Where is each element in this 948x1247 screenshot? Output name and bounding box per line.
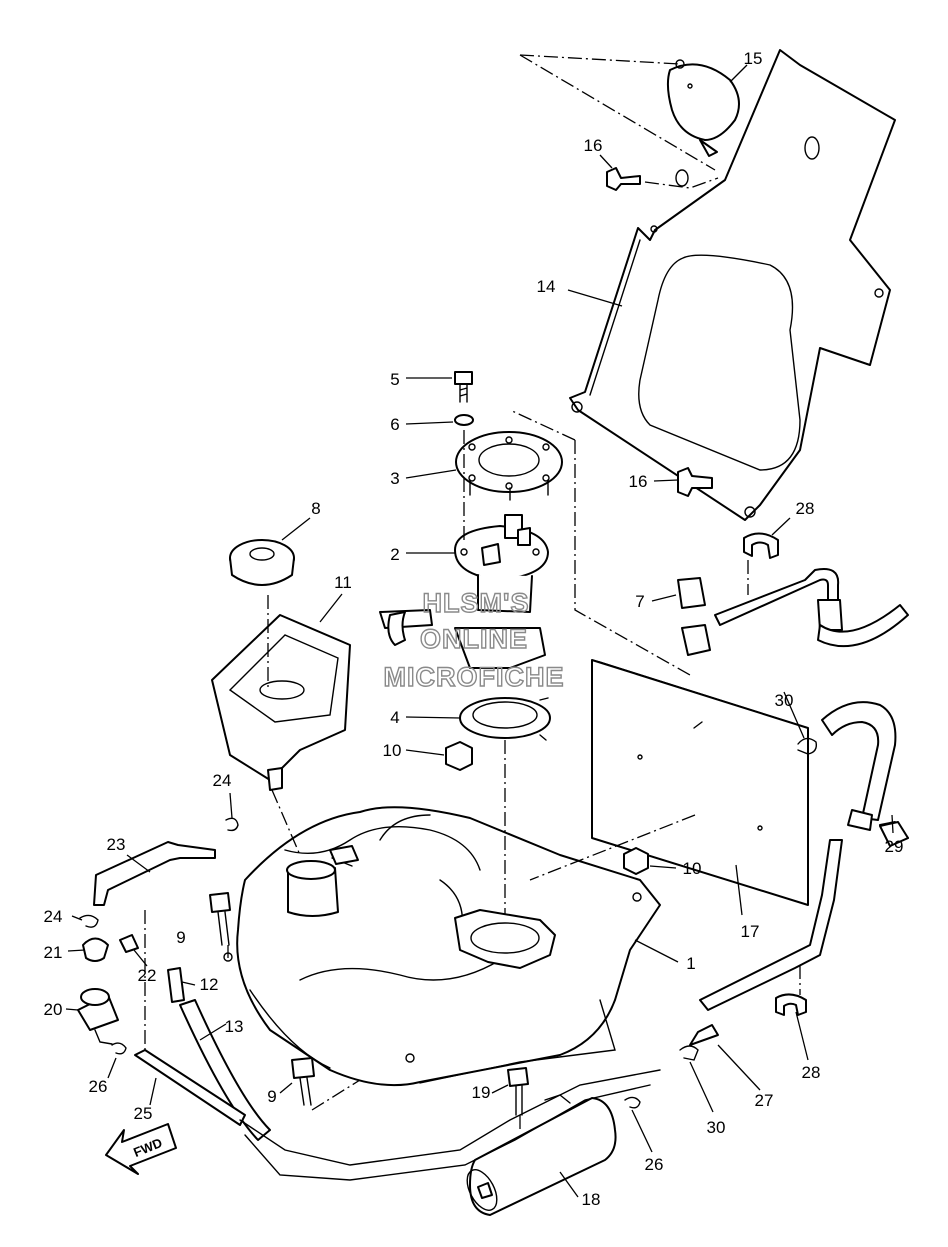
callout-15: 15 xyxy=(744,49,763,68)
part-8-filler-cap xyxy=(229,539,295,586)
callout-29: 29 xyxy=(885,837,904,856)
part-3-pump-plate xyxy=(455,431,563,501)
callout-22: 22 xyxy=(138,966,157,985)
part-23-hose xyxy=(93,841,216,906)
callout-4: 4 xyxy=(390,708,399,727)
part-5-bolt xyxy=(454,371,473,403)
watermark-line2: ONLINE xyxy=(420,624,528,654)
callout-26-left: 26 xyxy=(89,1077,108,1096)
callout-23: 23 xyxy=(107,835,126,854)
fwd-arrow: FWD xyxy=(105,1123,177,1175)
callout-9-lower: 9 xyxy=(267,1087,276,1106)
part-21-clamp xyxy=(82,937,109,962)
callout-24-upper: 24 xyxy=(213,771,232,790)
callout-2: 2 xyxy=(390,545,399,564)
part-24-clip-lower xyxy=(79,914,99,928)
part-17-pad xyxy=(591,659,809,906)
callout-18: 18 xyxy=(582,1190,601,1209)
callout-10-upper: 10 xyxy=(383,741,402,760)
callout-numbers: 15 16 14 5 6 3 16 28 8 2 11 7 30 4 10 24… xyxy=(44,49,904,1209)
callout-16-lower: 16 xyxy=(629,472,648,491)
callout-19: 19 xyxy=(472,1083,491,1102)
callout-10-lower: 10 xyxy=(683,859,702,878)
callout-7: 7 xyxy=(635,592,644,611)
callout-5: 5 xyxy=(390,370,399,389)
part-4-ring xyxy=(459,697,551,741)
part-16-clip-upper xyxy=(606,167,689,191)
part-16-clip-lower xyxy=(677,467,713,497)
part-9-bolt-upper xyxy=(209,892,231,946)
callout-20: 20 xyxy=(44,1000,63,1019)
callout-6: 6 xyxy=(390,415,399,434)
callout-9-upper: 9 xyxy=(176,928,185,947)
part-7-connector xyxy=(677,577,711,656)
callout-28-upper: 28 xyxy=(796,499,815,518)
part-22-bolt xyxy=(119,934,139,953)
part-13-hose xyxy=(179,999,271,1141)
callout-17: 17 xyxy=(741,922,760,941)
watermark-line3: MICROFICHE xyxy=(384,662,565,692)
callout-27: 27 xyxy=(755,1091,774,1110)
part-26-clip-right xyxy=(624,1096,641,1109)
callout-24-lower: 24 xyxy=(44,907,63,926)
part-11-splash-box xyxy=(211,614,351,791)
watermark: HLSM'S ONLINE MICROFICHE xyxy=(383,587,565,692)
part-25-hose xyxy=(134,1049,661,1181)
callout-25: 25 xyxy=(134,1104,153,1123)
part-30-clip-upper xyxy=(797,737,818,755)
callout-28-lower: 28 xyxy=(802,1063,821,1082)
part-fuel-line-right xyxy=(714,568,909,648)
part-10-nut-upper xyxy=(445,741,473,771)
part-19-bolt xyxy=(507,1067,529,1116)
watermark-line1: HLSM'S xyxy=(423,588,530,618)
part-10-nut-lower xyxy=(623,847,649,875)
part-2-fuel-pump xyxy=(379,514,549,669)
part-24-clip-upper xyxy=(225,817,239,832)
part-9-bolt-lower xyxy=(291,1057,315,1106)
part-15-cover xyxy=(666,59,740,157)
part-1-fuel-tank xyxy=(223,806,661,1087)
callout-26-right: 26 xyxy=(645,1155,664,1174)
callout-21: 21 xyxy=(44,943,63,962)
part-27-hose xyxy=(689,839,843,1046)
callout-8: 8 xyxy=(311,499,320,518)
part-30-clip-lower xyxy=(679,1045,699,1061)
callout-1: 1 xyxy=(686,954,695,973)
part-14-heat-shield xyxy=(569,49,896,521)
callout-12: 12 xyxy=(200,975,219,994)
part-26-clip-left xyxy=(111,1042,127,1055)
leader-lines xyxy=(65,64,894,1198)
callout-14: 14 xyxy=(537,277,556,296)
callout-3: 3 xyxy=(390,469,399,488)
guide-lines xyxy=(144,54,801,1130)
callout-16-upper: 16 xyxy=(584,136,603,155)
part-12-nipple xyxy=(167,967,185,1003)
part-28-clamp-upper xyxy=(743,532,779,559)
callout-30-lower: 30 xyxy=(707,1118,726,1137)
callout-13: 13 xyxy=(225,1017,244,1036)
part-6-washer xyxy=(454,414,474,426)
part-28-clamp-lower xyxy=(775,993,807,1016)
part-20-inline-filter xyxy=(77,988,119,1045)
callout-11: 11 xyxy=(334,573,352,592)
callout-30-upper: 30 xyxy=(775,691,794,710)
